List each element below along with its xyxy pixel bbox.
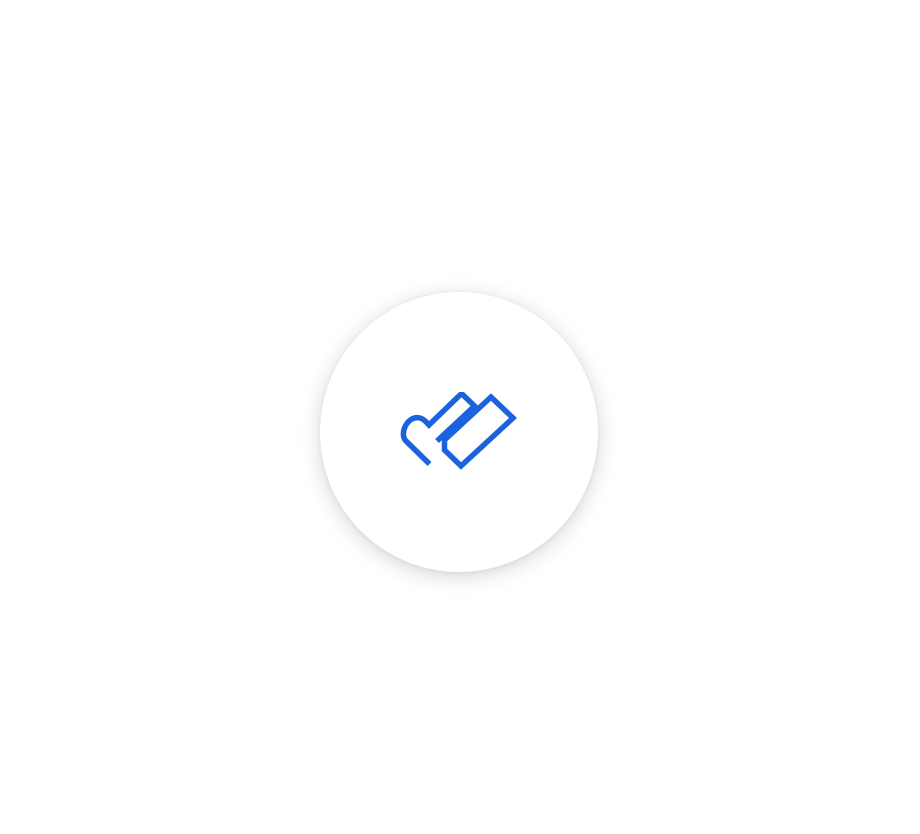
double-check-icon-back-stroke bbox=[441, 393, 518, 470]
double-check-icon bbox=[400, 392, 518, 470]
app-logo-badge bbox=[320, 292, 598, 572]
double-check-icon-front-stroke bbox=[400, 392, 479, 466]
